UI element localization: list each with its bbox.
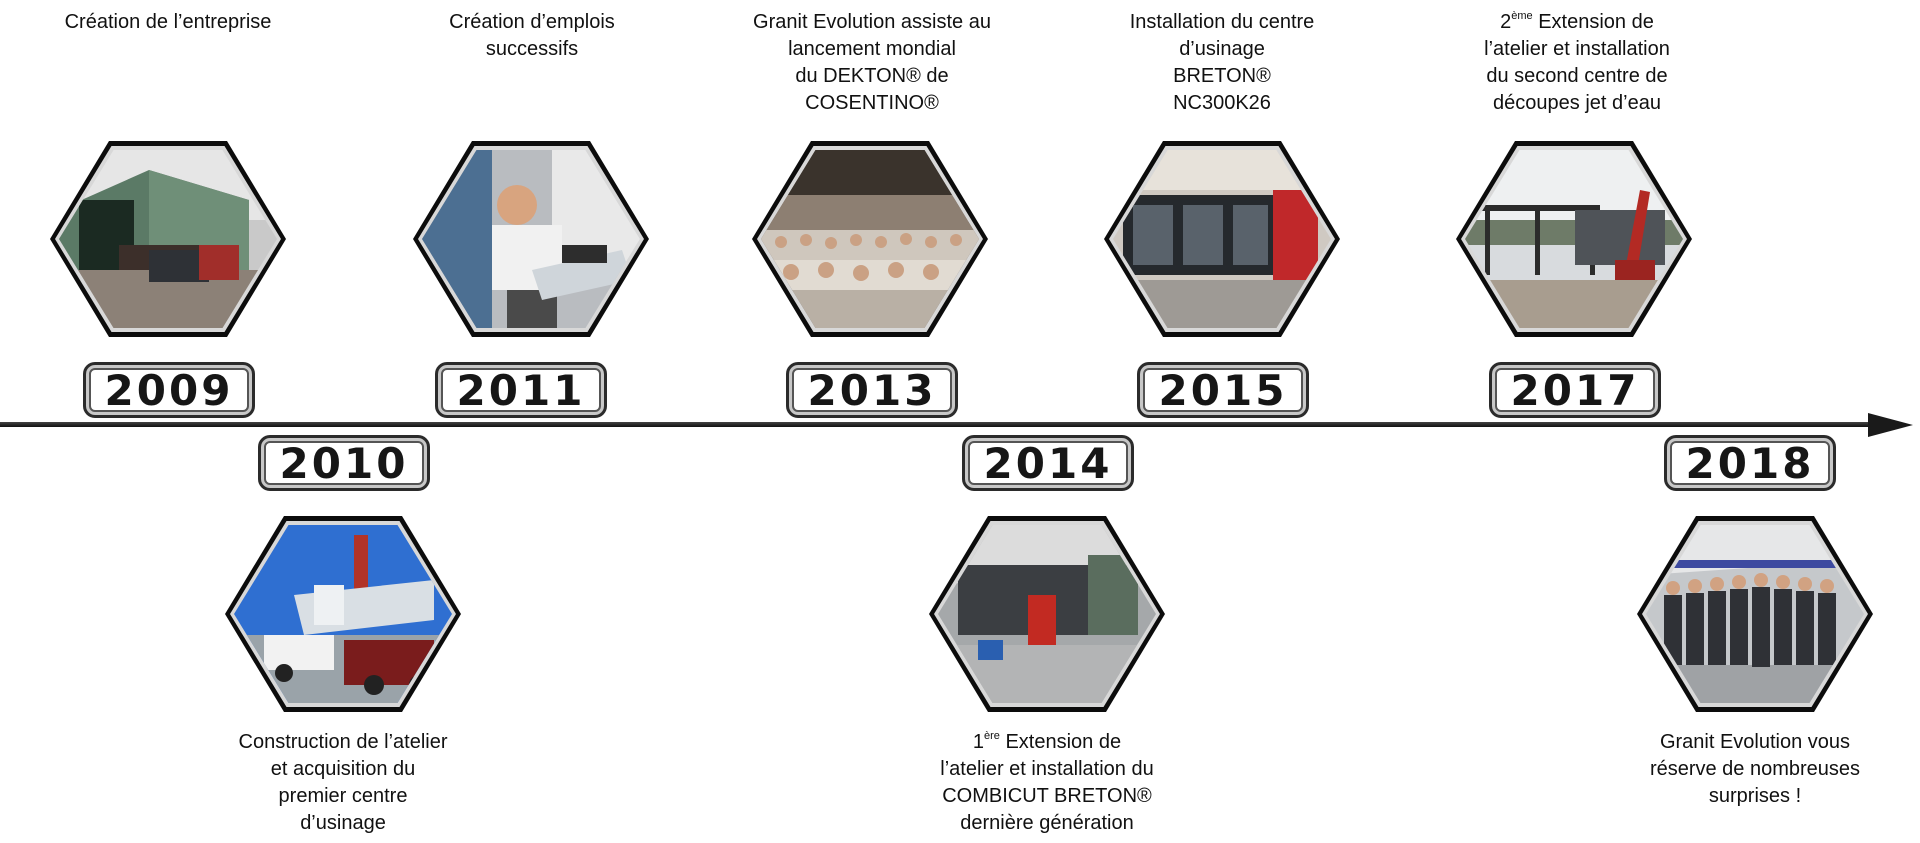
- timeline-arrow-icon: [1868, 413, 1913, 437]
- event-caption: Granit Evolution assiste au lancement mo…: [732, 9, 1012, 117]
- caption-line: d’usinage: [1179, 38, 1265, 60]
- year-badge: 2017: [1489, 362, 1661, 418]
- caption-line: 2ème Extension de: [1500, 10, 1654, 34]
- machining-center-photo: [1104, 141, 1340, 337]
- caption-line: et acquisition du: [270, 758, 416, 780]
- event-caption: 1ère Extension de l’atelier et installat…: [907, 729, 1187, 837]
- caption-line: du DEKTON® de: [795, 65, 949, 87]
- caption-line: COMBICUT BRETON®: [942, 785, 1152, 807]
- caption-line: Création de l’entreprise: [64, 11, 272, 33]
- caption-line: 1ère Extension de: [972, 730, 1122, 754]
- year-badge: 2010: [258, 435, 430, 491]
- barn-photo: [50, 141, 286, 337]
- caption-line: successifs: [485, 38, 579, 60]
- year-badge: 2014: [962, 435, 1134, 491]
- caption-line: d’usinage: [300, 812, 386, 834]
- year-badge: 2009: [83, 362, 255, 418]
- event-caption: Installation du centre d’usinage BRETON®…: [1082, 9, 1362, 117]
- caption-line: l’atelier et installation du: [940, 758, 1154, 780]
- caption-line: découpes jet d’eau: [1493, 92, 1661, 114]
- caption-line: du second centre de: [1486, 65, 1668, 87]
- worker-photo: [413, 141, 649, 337]
- event-caption: Granit Evolution vous réserve de nombreu…: [1615, 729, 1895, 810]
- event-caption: Création de l’entreprise: [28, 9, 308, 36]
- caption-line: Construction de l’atelier: [238, 731, 448, 753]
- construction-photo: [1456, 141, 1692, 337]
- year-badge: 2018: [1664, 435, 1836, 491]
- event-caption: 2ème Extension de l’atelier et installat…: [1437, 9, 1717, 117]
- event-caption: Création d’emplois successifs: [392, 9, 672, 63]
- caption-line: surprises !: [1708, 785, 1802, 807]
- caption-line: NC300K26: [1173, 92, 1271, 114]
- audience-photo: [752, 141, 988, 337]
- caption-line: BRETON®: [1173, 65, 1271, 87]
- caption-line: Granit Evolution assiste au: [753, 11, 991, 33]
- workshop-photo: [929, 516, 1165, 712]
- caption-line: COSENTINO®: [805, 92, 939, 114]
- caption-line: réserve de nombreuses: [1649, 758, 1861, 780]
- caption-line: l’atelier et installation: [1484, 38, 1670, 60]
- year-badge: 2013: [786, 362, 958, 418]
- caption-line: lancement mondial: [788, 38, 956, 60]
- year-badge: 2015: [1137, 362, 1309, 418]
- year-badge: 2011: [435, 362, 607, 418]
- caption-line: dernière génération: [960, 812, 1134, 834]
- crane-machine-photo: [225, 516, 461, 712]
- timeline-line: [0, 422, 1880, 427]
- team-photo: [1637, 516, 1873, 712]
- caption-line: Création d’emplois: [449, 11, 615, 33]
- caption-line: Granit Evolution vous: [1659, 731, 1851, 753]
- caption-line: premier centre: [278, 785, 408, 807]
- caption-line: Installation du centre: [1129, 11, 1315, 33]
- event-caption: Construction de l’atelier et acquisition…: [203, 729, 483, 837]
